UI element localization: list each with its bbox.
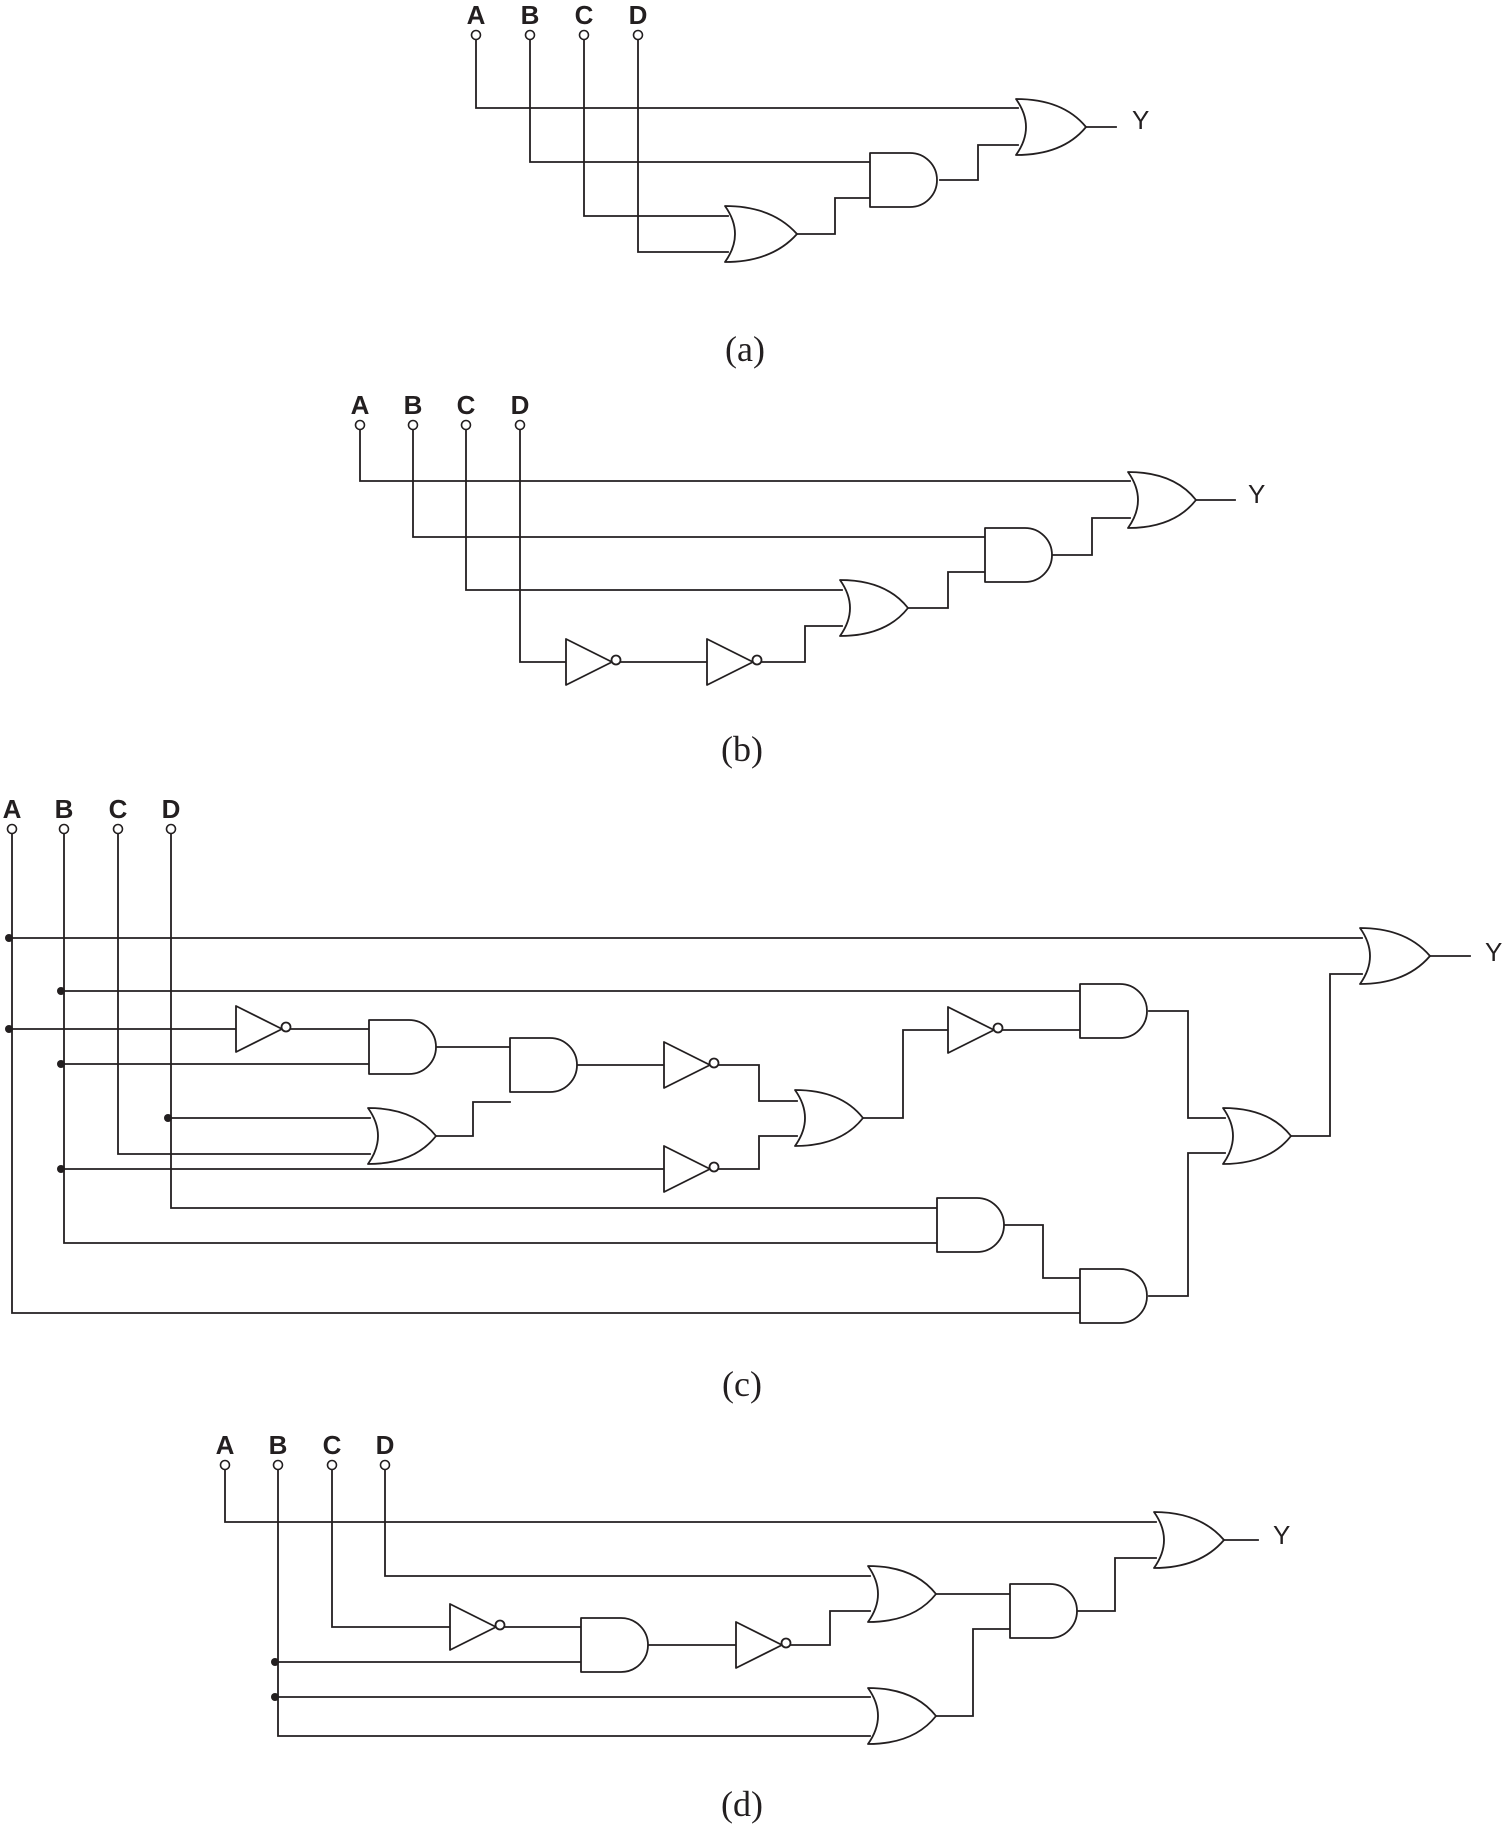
not-bubble-d1 [494,1619,506,1631]
output-label-d: Y [1273,1520,1290,1550]
input-terminal-a-C [578,29,590,41]
output-label-a: Y [1132,105,1149,135]
input-terminal-d-D [379,1459,391,1471]
junction-dot [271,1658,279,1666]
not-gate-b2 [706,638,754,686]
or-gate-a1 [724,205,798,263]
wires-d [224,1469,1259,1737]
not-bubble-b1 [610,654,622,666]
input-label-c-A: A [3,794,22,824]
and-gate-b1 [984,527,1053,583]
and-gate-c5 [1079,1268,1148,1324]
input-terminal-a-A [470,29,482,41]
and-gate-c2 [368,1019,437,1075]
input-label-c-C: C [109,794,128,824]
input-label-a-C: C [575,0,594,30]
input-terminal-c-A [6,823,18,835]
or-gate-d2 [867,1565,937,1623]
caption-b: (b) [721,729,763,769]
not-bubble-c1 [280,1021,292,1033]
wires-a [475,39,1117,253]
junction-dot [271,1693,279,1701]
input-label-d-B: B [269,1430,288,1460]
input-terminal-c-D [165,823,177,835]
and-gate-a1 [869,152,938,208]
not-gate-c3 [663,1145,711,1193]
input-terminal-a-D [632,29,644,41]
junction-dot [5,934,13,942]
junction-dot [5,1025,13,1033]
circuit-d: A B C D Y (d) [216,1430,1291,1824]
or-gate-c1 [1359,927,1431,985]
not-bubble-c2 [708,1057,720,1069]
output-label-c: Y [1485,937,1502,967]
input-label-b-C: C [457,390,476,420]
input-label-c-D: D [162,794,181,824]
output-label-b: Y [1248,479,1265,509]
or-gate-c2 [367,1107,437,1165]
not-gate-c1 [235,1005,283,1053]
input-label-a-D: D [629,0,648,30]
circuit-b: A B C D Y (b) [351,390,1266,769]
or-gate-c4 [1222,1107,1292,1165]
or-gate-d3 [867,1687,937,1745]
input-label-d-C: C [323,1430,342,1460]
input-terminal-d-C [326,1459,338,1471]
wires-b [359,429,1236,663]
input-terminal-d-A [219,1459,231,1471]
and-gate-c1 [1079,983,1148,1039]
junction-dot [57,987,65,995]
not-bubble-d2 [780,1637,792,1649]
caption-d: (d) [721,1784,763,1824]
not-gate-b1 [565,638,613,686]
not-gate-d1 [449,1603,497,1651]
junction-dot [57,1165,65,1173]
not-bubble-c4 [992,1022,1004,1034]
input-label-b-B: B [404,390,423,420]
wires-c [11,833,1471,1314]
not-bubble-b2 [751,654,763,666]
input-terminal-a-B [524,29,536,41]
not-gate-d2 [735,1621,783,1669]
or-gate-b2 [1127,471,1197,529]
input-terminal-c-B [58,823,70,835]
and-gate-c4 [936,1197,1005,1253]
input-terminal-b-C [460,419,472,431]
input-terminal-b-A [354,419,366,431]
or-gate-d1 [1153,1511,1225,1569]
input-label-b-A: A [351,390,370,420]
and-gate-d2 [1009,1583,1078,1639]
input-terminal-c-C [112,823,124,835]
input-label-a-A: A [467,0,486,30]
input-terminal-d-B [272,1459,284,1471]
circuit-c: A B C D Y (c) [3,794,1503,1404]
input-label-b-D: D [511,390,530,420]
and-gate-c3 [509,1037,578,1093]
junction-dot [57,1060,65,1068]
not-gate-c4 [947,1006,995,1054]
or-gate-b1 [839,579,909,637]
input-label-d-A: A [216,1430,235,1460]
input-terminal-b-B [407,419,419,431]
input-terminal-b-D [514,419,526,431]
caption-a: (a) [725,329,765,369]
and-gate-d1 [580,1617,649,1673]
not-gate-c2 [663,1041,711,1089]
junction-dot [164,1114,172,1122]
or-gate-a2 [1015,98,1087,156]
input-label-d-D: D [376,1430,395,1460]
caption-c: (c) [722,1364,762,1404]
input-label-c-B: B [55,794,74,824]
or-gate-c3 [794,1089,864,1147]
circuit-a: A B C D Y (a) [467,0,1150,369]
input-label-a-B: B [521,0,540,30]
not-bubble-c3 [708,1161,720,1173]
